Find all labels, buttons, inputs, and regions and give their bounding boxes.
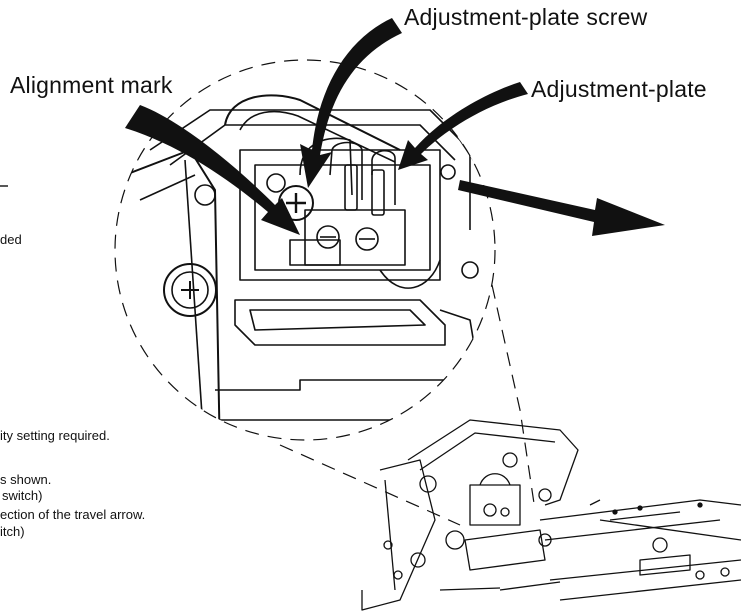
overview-illustration: [361, 419, 741, 611]
label-adjustment-plate-screw: Adjustment-plate screw: [404, 4, 648, 30]
text-fragment: s shown.: [0, 472, 52, 487]
label-adjustment-plate: Adjustment-plate: [531, 76, 707, 102]
text-fragment: itch): [0, 524, 25, 539]
travel-direction-arrow: [458, 180, 665, 236]
text-fragment: switch): [2, 488, 43, 503]
pointer-arrow-adjustment-plate: [398, 82, 528, 170]
text-fragment: ection of the travel arrow.: [0, 507, 146, 522]
pointer-arrow-adjustment-plate-screw: [300, 18, 402, 188]
pointer-arrow-alignment-mark: [125, 105, 300, 235]
text-fragment: ity setting required.: [0, 428, 110, 443]
label-alignment-mark: Alignment mark: [10, 72, 173, 98]
text-fragment: ded: [0, 232, 22, 247]
zoom-projection-line-left: [279, 444, 461, 526]
zoom-projection-line-right: [491, 284, 536, 511]
zoom-circle: [114, 59, 496, 441]
